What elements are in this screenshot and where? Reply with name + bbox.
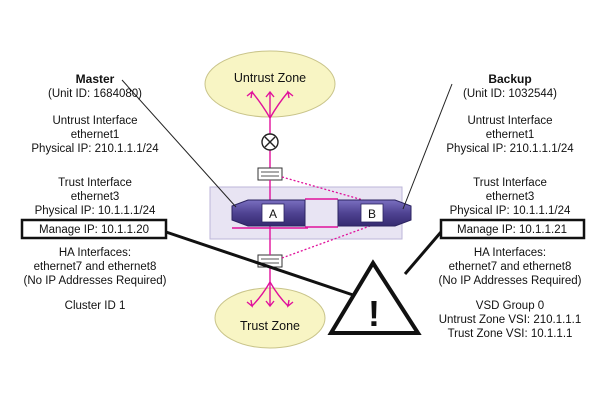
device-b-label: B xyxy=(368,207,376,221)
backup-ha-ports: ethernet7 and ethernet8 xyxy=(449,261,572,273)
master-untrust-ip: Physical IP: 210.1.1.1/24 xyxy=(31,143,159,155)
master-cluster-id: Cluster ID 1 xyxy=(65,300,126,312)
backup-untrust-interface: Untrust Interface xyxy=(467,115,552,127)
backup-manage-ip: Manage IP: 10.1.1.21 xyxy=(457,224,567,236)
master-trust-interface: Trust Interface xyxy=(58,177,132,189)
warning-icon: ! xyxy=(327,259,422,335)
master-ha-ports: ethernet7 and ethernet8 xyxy=(34,261,157,273)
device-a: A xyxy=(231,199,306,227)
backup-title: Backup xyxy=(488,72,531,86)
leader-lines xyxy=(121,79,453,210)
warning-symbol: ! xyxy=(368,293,380,334)
backup-trust-port: ethernet3 xyxy=(486,191,535,203)
master-trust-port: ethernet3 xyxy=(71,191,120,203)
master-title: Master xyxy=(76,72,115,86)
master-trust-ip: Physical IP: 10.1.1.1/24 xyxy=(35,205,156,217)
backup-trust-interface: Trust Interface xyxy=(473,177,547,189)
trust-zone-label: Trust Zone xyxy=(240,319,300,333)
trust-fan-lines xyxy=(246,268,294,308)
backup-untrust-vsi: Untrust Zone VSI: 210.1.1.1 xyxy=(439,314,582,326)
backup-vsd-group: VSD Group 0 xyxy=(476,300,544,312)
master-manage-ip-box xyxy=(20,218,168,240)
master-ha-interfaces: HA Interfaces: xyxy=(59,247,131,259)
untrust-fan-lines xyxy=(246,90,294,134)
backup-unit-id: (Unit ID: 1032544) xyxy=(463,88,557,100)
device-b: B xyxy=(337,199,412,227)
dotted-links xyxy=(281,176,371,259)
backup-untrust-ip: Physical IP: 210.1.1.1/24 xyxy=(446,143,574,155)
backup-trust-ip: Physical IP: 10.1.1.1/24 xyxy=(450,205,571,217)
master-untrust-interface: Untrust Interface xyxy=(52,115,137,127)
master-manage-ip: Manage IP: 10.1.1.20 xyxy=(39,224,149,236)
untrust-zone: Untrust Zone xyxy=(204,50,336,118)
master-ha-note: (No IP Addresses Required) xyxy=(24,275,167,287)
trust-zone: Trust Zone xyxy=(214,287,326,349)
backup-ha-note: (No IP Addresses Required) xyxy=(439,275,582,287)
backup-untrust-port: ethernet1 xyxy=(486,129,535,141)
warning-connectors xyxy=(165,230,443,300)
untrust-zone-label: Untrust Zone xyxy=(234,71,306,85)
device-a-label: A xyxy=(269,207,277,221)
backup-ha-interfaces: HA Interfaces: xyxy=(474,247,546,259)
router-icon xyxy=(261,133,279,168)
master-info: Master (Unit ID: 1684080) Untrust Interf… xyxy=(20,72,168,312)
untrust-switch-icon xyxy=(257,167,283,181)
master-untrust-port: ethernet1 xyxy=(71,129,120,141)
master-unit-id: (Unit ID: 1684080) xyxy=(48,88,142,100)
backup-info: Backup (Unit ID: 1032544) Untrust Interf… xyxy=(439,72,586,340)
backup-trust-vsi: Trust Zone VSI: 10.1.1.1 xyxy=(448,328,573,340)
backup-manage-ip-box xyxy=(439,218,586,240)
